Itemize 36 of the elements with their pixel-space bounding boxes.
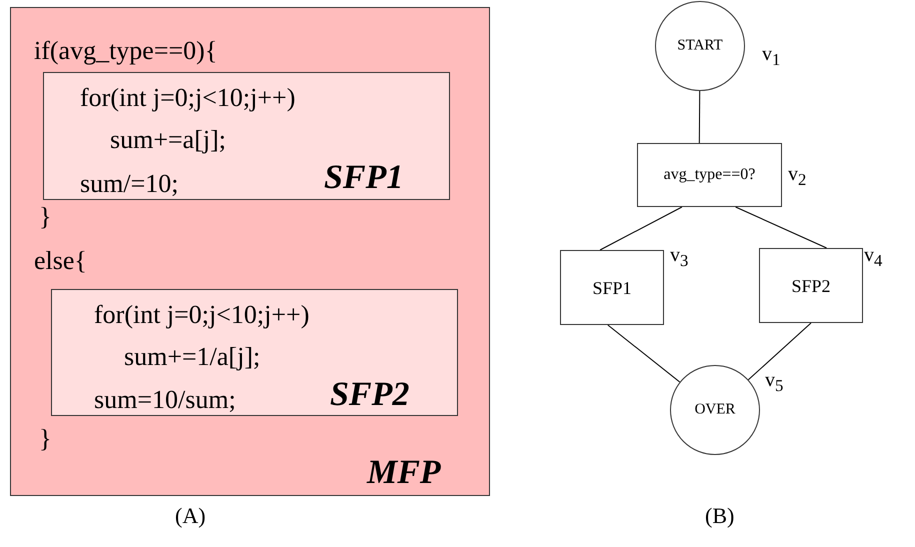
block-label: SFP2 — [330, 378, 410, 412]
node-label: OVER — [694, 402, 736, 418]
code-line: for(int j=0;j<10;j++) — [80, 85, 296, 111]
connector-line — [698, 90, 700, 144]
code-line: } — [39, 426, 52, 452]
connector-line — [748, 322, 812, 380]
code-line: sum=10/sum; — [94, 387, 236, 413]
node-label: SFP2 — [791, 276, 831, 294]
code-line: if(avg_type==0){ — [34, 38, 218, 64]
code-line: for(int j=0;j<10;j++) — [94, 302, 310, 328]
process-box — [759, 248, 863, 323]
code-line: sum+=1/a[j]; — [124, 344, 260, 370]
vertex-label: v$_{5}$ — [765, 370, 784, 395]
code-line: } — [39, 204, 52, 230]
panel-label: (A) — [175, 505, 206, 527]
code-line: sum/=10; — [80, 171, 178, 197]
vertex-label: v$_{1}$ — [762, 44, 780, 69]
decision-box — [637, 143, 782, 207]
code-line: else{ — [34, 248, 87, 274]
node-label: avg_type==0? — [664, 167, 756, 183]
code-line: sum+=a[j]; — [110, 127, 226, 153]
code-block — [43, 72, 450, 200]
code-block — [51, 289, 458, 416]
vertex-label: v$_{2}$ — [788, 164, 806, 189]
block-label: MFP — [367, 456, 441, 490]
panel-label: (B) — [705, 505, 734, 527]
vertex-label: v$_{4}$ — [864, 245, 882, 270]
node-label: SFP1 — [592, 278, 632, 296]
block-label: SFP1 — [324, 161, 404, 195]
connector-line — [735, 206, 828, 248]
process-box — [560, 250, 664, 325]
connector-line — [600, 206, 682, 250]
code-panel — [10, 7, 490, 496]
vertex-label: v$_{3}$ — [670, 245, 688, 270]
node-label: START — [677, 38, 723, 54]
connector-line — [607, 324, 680, 383]
